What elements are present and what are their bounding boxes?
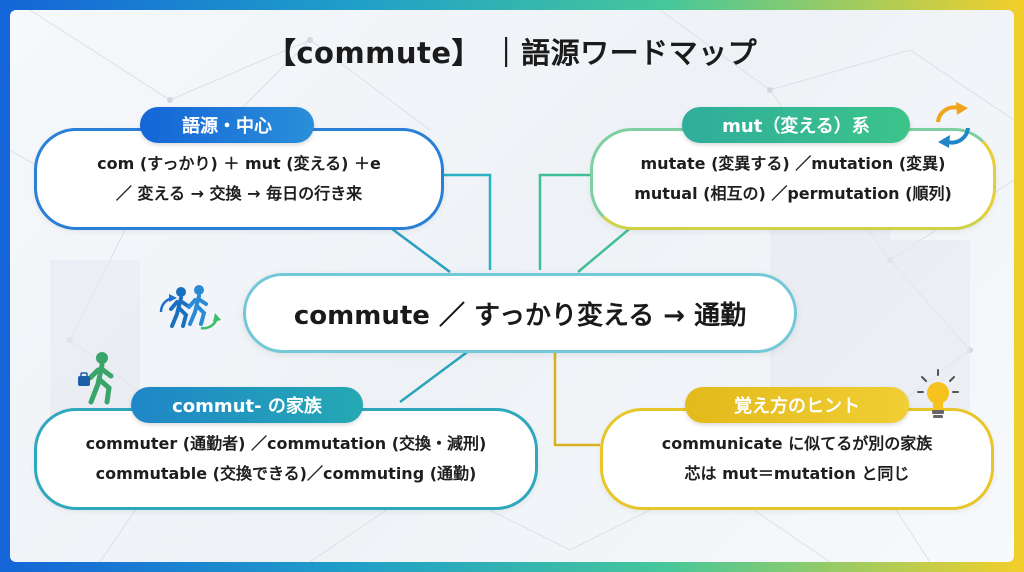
walking-commuter-icon: [78, 352, 114, 405]
hint-label: 覚え方のヒント: [685, 387, 909, 423]
hint-line-1: communicate に似てるが別の家族: [661, 434, 933, 453]
family-label: commut- の家族: [131, 387, 363, 423]
origin-label: 語源・中心: [140, 107, 314, 143]
exchange-arrows-icon: [936, 102, 970, 148]
family-line-1: commuter (通勤者) ／commutation (交換・減刑): [85, 434, 487, 453]
hint-box: communicate に似てるが別の家族 芯は mut＝mutation と同…: [600, 408, 994, 510]
page-title: 【commute】 ｜語源ワードマップ: [266, 36, 758, 70]
hint-line-2: 芯は mut＝mutation と同じ: [684, 464, 910, 483]
mut-box: mutate (変異する) ／mutation (変異) mutual (相互の…: [590, 128, 996, 230]
commuters-icon: [159, 285, 221, 330]
mut-line-2: mutual (相互の) ／permutation (順列): [634, 184, 952, 203]
lightbulb-icon: [917, 369, 959, 418]
origin-line-1: com (すっかり) ＋ mut (変える) ＋e: [97, 154, 381, 173]
family-box: commuter (通勤者) ／commutation (交換・減刑) comm…: [34, 408, 538, 510]
center-text: commute ／ すっかり変える → 通勤: [293, 300, 747, 331]
origin-box: com (すっかり) ＋ mut (変える) ＋e ／ 変える → 交換 → 毎…: [34, 128, 444, 230]
mut-label: mut（変える）系: [682, 107, 910, 143]
mut-line-1: mutate (変異する) ／mutation (変異): [640, 154, 946, 173]
center-node: commute ／ すっかり変える → 通勤: [243, 273, 797, 353]
mindmap-canvas: 【commute】 ｜語源ワードマップ 語源・中心 com (すっかり) ＋ m…: [10, 10, 1014, 562]
origin-label-text: 語源・中心: [182, 116, 272, 137]
family-line-2: commutable (交換できる)／commuting (通勤): [95, 464, 477, 483]
mut-label-text: mut（変える）系: [722, 116, 870, 137]
origin-line-2: ／ 変える → 交換 → 毎日の行き来: [115, 184, 363, 203]
family-label-text: commut- の家族: [172, 396, 322, 417]
hint-label-text: 覚え方のヒント: [734, 396, 860, 417]
